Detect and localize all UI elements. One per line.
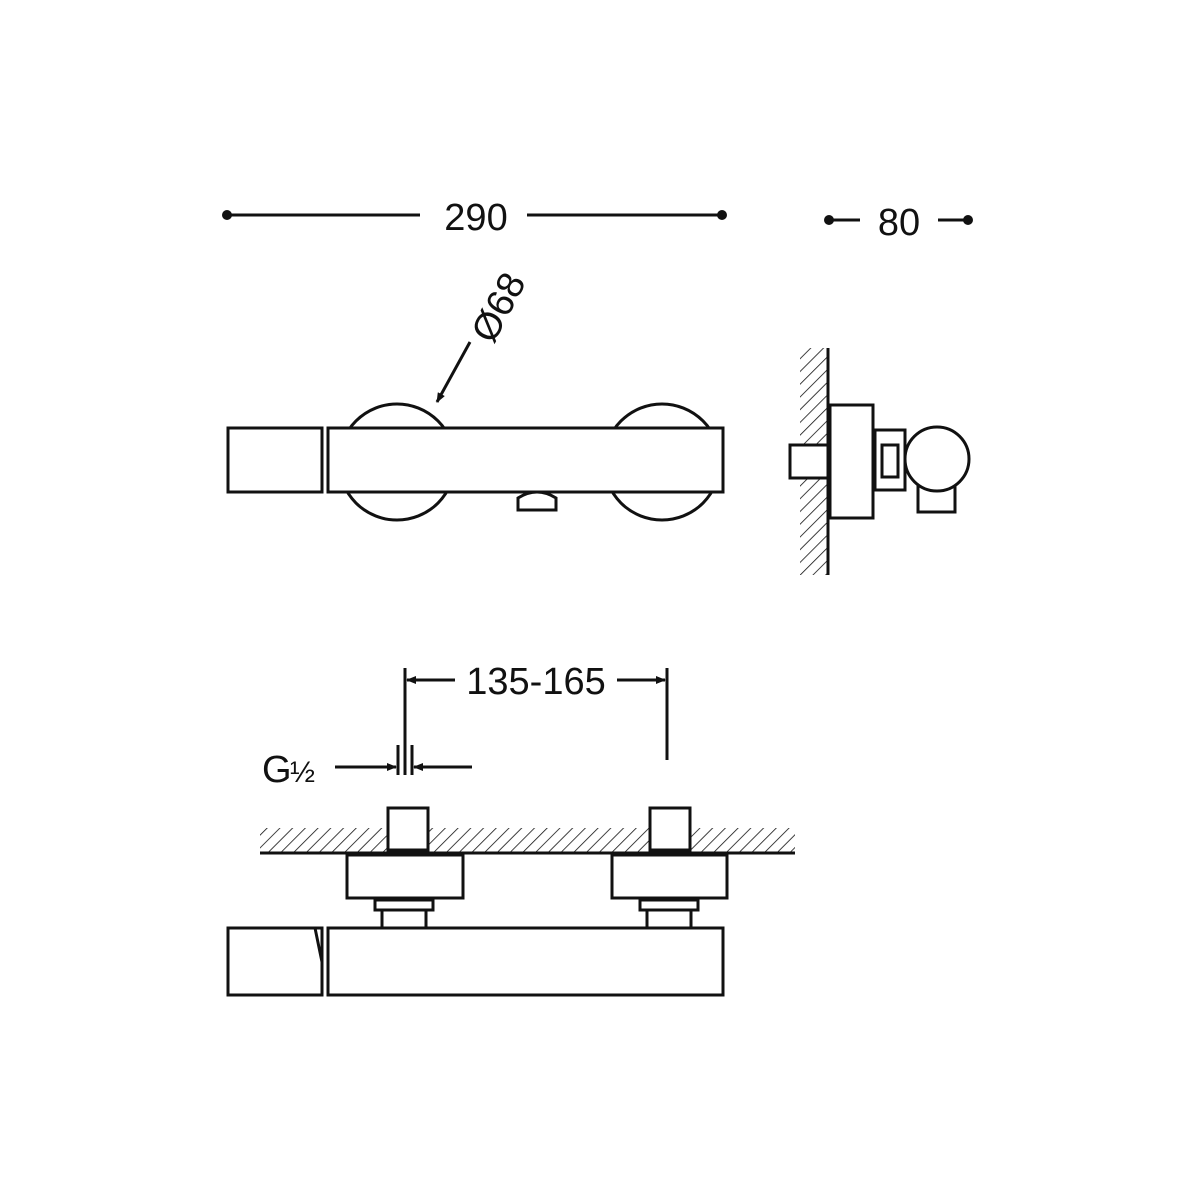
dimension-290: 290 — [222, 197, 727, 239]
top-view — [226, 806, 795, 997]
dimension-centers: 135-165 — [403, 661, 669, 775]
dimension-label-290: 290 — [444, 197, 507, 239]
dimension-thread: G ½ — [262, 745, 472, 791]
side-view — [788, 348, 971, 575]
centers-label: 135-165 — [466, 661, 605, 703]
dimension-label-80: 80 — [878, 202, 920, 244]
thread-fraction: ½ — [290, 756, 315, 789]
dimension-80: 80 — [824, 202, 973, 244]
thread-label: G — [262, 749, 292, 791]
front-view: Ø68 — [226, 266, 725, 522]
diameter-label: Ø68 — [464, 266, 535, 349]
